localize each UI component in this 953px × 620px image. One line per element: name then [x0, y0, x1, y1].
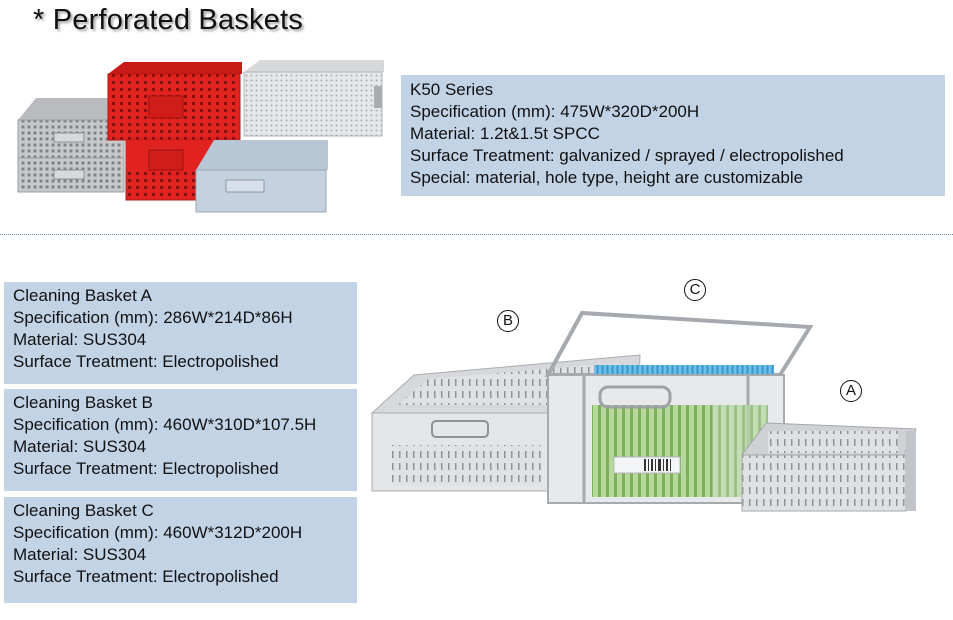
section-divider [0, 234, 953, 235]
k50-series-name: K50 Series [410, 80, 494, 99]
barcode-icon [644, 459, 671, 471]
basket-surface-treatment: Surface Treatment: Electropolished [13, 352, 279, 371]
k50-material: Material: 1.2t&1.5t SPCC [410, 124, 600, 143]
k50-series-info-box: K50 Series Specification (mm): 475W*320D… [401, 75, 945, 196]
basket-name: Cleaning Basket B [13, 393, 153, 412]
cleaning-basket-c-info-box: Cleaning Basket C Specification (mm): 46… [4, 497, 357, 603]
basket-material: Material: SUS304 [13, 330, 147, 349]
k50-specification: Specification (mm): 475W*320D*200H [410, 102, 700, 121]
k50-surface-treatment: Surface Treatment: galvanized / sprayed … [410, 146, 844, 165]
basket-name: Cleaning Basket A [13, 286, 152, 305]
page-title: * Perforated Baskets [33, 4, 303, 36]
galvanized-basket [243, 60, 384, 137]
k50-special: Special: material, hole type, height are… [410, 168, 804, 187]
k50-baskets-photo [17, 60, 384, 213]
basket-surface-treatment: Surface Treatment: Electropolished [13, 459, 279, 478]
cleaning-basket-a-info-box: Cleaning Basket A Specification (mm): 28… [4, 282, 357, 384]
label-c-icon: C [684, 279, 706, 301]
basket-name: Cleaning Basket C [13, 501, 154, 520]
label-b-icon: B [497, 310, 519, 332]
label-a-icon: A [840, 380, 862, 402]
basket-specification: Specification (mm): 460W*312D*200H [13, 523, 303, 542]
zinc-tray [195, 140, 328, 213]
cleaning-basket-b-info-box: Cleaning Basket B Specification (mm): 46… [4, 389, 357, 491]
basket-surface-treatment: Surface Treatment: Electropolished [13, 567, 279, 586]
cleaning-basket-a-image [741, 422, 917, 512]
basket-material: Material: SUS304 [13, 545, 147, 564]
cleaning-baskets-photo [370, 310, 917, 512]
basket-specification: Specification (mm): 286W*214D*86H [13, 308, 293, 327]
basket-specification: Specification (mm): 460W*310D*107.5H [13, 415, 317, 434]
basket-material: Material: SUS304 [13, 437, 147, 456]
